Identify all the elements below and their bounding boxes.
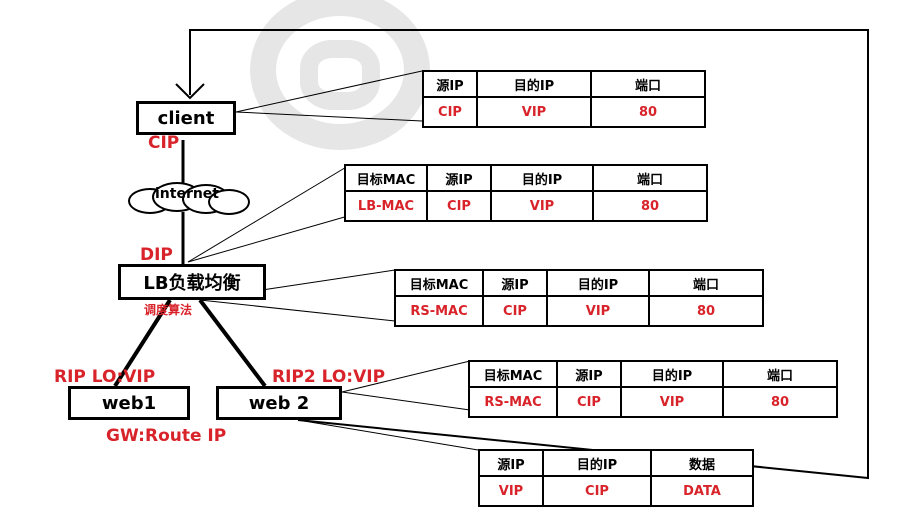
packet-table-1: 源IP 目的IP 端口 CIP VIP 80 <box>422 70 706 128</box>
cip-label: CIP <box>148 133 180 153</box>
packet-table-4: 目标MAC 源IP 目的IP 端口 RS-MAC CIP VIP 80 <box>468 360 838 418</box>
packet-table-5: 源IP 目的IP 数据 VIP CIP DATA <box>478 449 754 507</box>
table-cell: CIP <box>482 295 548 327</box>
table-header: 目的IP <box>476 70 592 98</box>
internet-label: internet <box>154 186 219 202</box>
table-cell: RS-MAC <box>468 386 558 418</box>
load-balancer-label: LB负载均衡 <box>143 273 241 294</box>
table-cell: VIP <box>490 190 594 222</box>
table-cell: CIP <box>556 386 622 418</box>
table-cell: VIP <box>476 96 592 128</box>
load-balancer-node: LB负载均衡 <box>118 264 266 300</box>
dip-label: DIP <box>140 245 173 265</box>
return-arrow-icon <box>175 83 205 100</box>
table-header: 源IP <box>426 164 492 192</box>
table-cell: DATA <box>650 475 754 507</box>
table-cell: VIP <box>478 475 544 507</box>
web1-node: web1 <box>68 386 190 420</box>
table-cell: CIP <box>422 96 478 128</box>
rip-lo-label: RIP LO:VIP <box>54 367 156 387</box>
table-cell: CIP <box>426 190 492 222</box>
table-header: 端口 <box>592 164 708 192</box>
table-cell: VIP <box>620 386 724 418</box>
table-header: 端口 <box>590 70 706 98</box>
table-cell: 80 <box>648 295 764 327</box>
table-header: 目标MAC <box>394 269 484 297</box>
table-header: 源IP <box>482 269 548 297</box>
table-header: 目标MAC <box>344 164 428 192</box>
watermark-logo-inner <box>300 40 380 110</box>
packet-table-2: 目标MAC 源IP 目的IP 端口 LB-MAC CIP VIP 80 <box>344 164 708 222</box>
table-cell: RS-MAC <box>394 295 484 327</box>
table-header: 源IP <box>422 70 478 98</box>
table-header: 目标MAC <box>468 360 558 388</box>
table-cell: LB-MAC <box>344 190 428 222</box>
internet-cloud: internet <box>128 182 250 215</box>
table-cell: 80 <box>590 96 706 128</box>
rip2-lo-label: RIP2 LO:VIP <box>272 367 386 387</box>
client-node: client <box>136 101 236 135</box>
table-header: 端口 <box>722 360 838 388</box>
gateway-label: GW:Route IP <box>106 426 227 446</box>
table-header: 目的IP <box>546 269 650 297</box>
table-cell: VIP <box>546 295 650 327</box>
client-label: client <box>157 107 215 129</box>
table-header: 源IP <box>478 449 544 477</box>
table-header: 数据 <box>650 449 754 477</box>
table-cell: CIP <box>542 475 652 507</box>
web2-label: web 2 <box>248 392 310 414</box>
table-header: 端口 <box>648 269 764 297</box>
packet-table-3: 目标MAC 源IP 目的IP 端口 RS-MAC CIP VIP 80 <box>394 269 764 327</box>
table-header: 源IP <box>556 360 622 388</box>
web2-node: web 2 <box>216 386 342 420</box>
web1-label: web1 <box>101 392 157 414</box>
table-header: 目的IP <box>542 449 652 477</box>
scheduler-label: 调度算法 <box>144 303 193 317</box>
table-cell: 80 <box>592 190 708 222</box>
table-header: 目的IP <box>490 164 594 192</box>
table-cell: 80 <box>722 386 838 418</box>
table-header: 目的IP <box>620 360 724 388</box>
